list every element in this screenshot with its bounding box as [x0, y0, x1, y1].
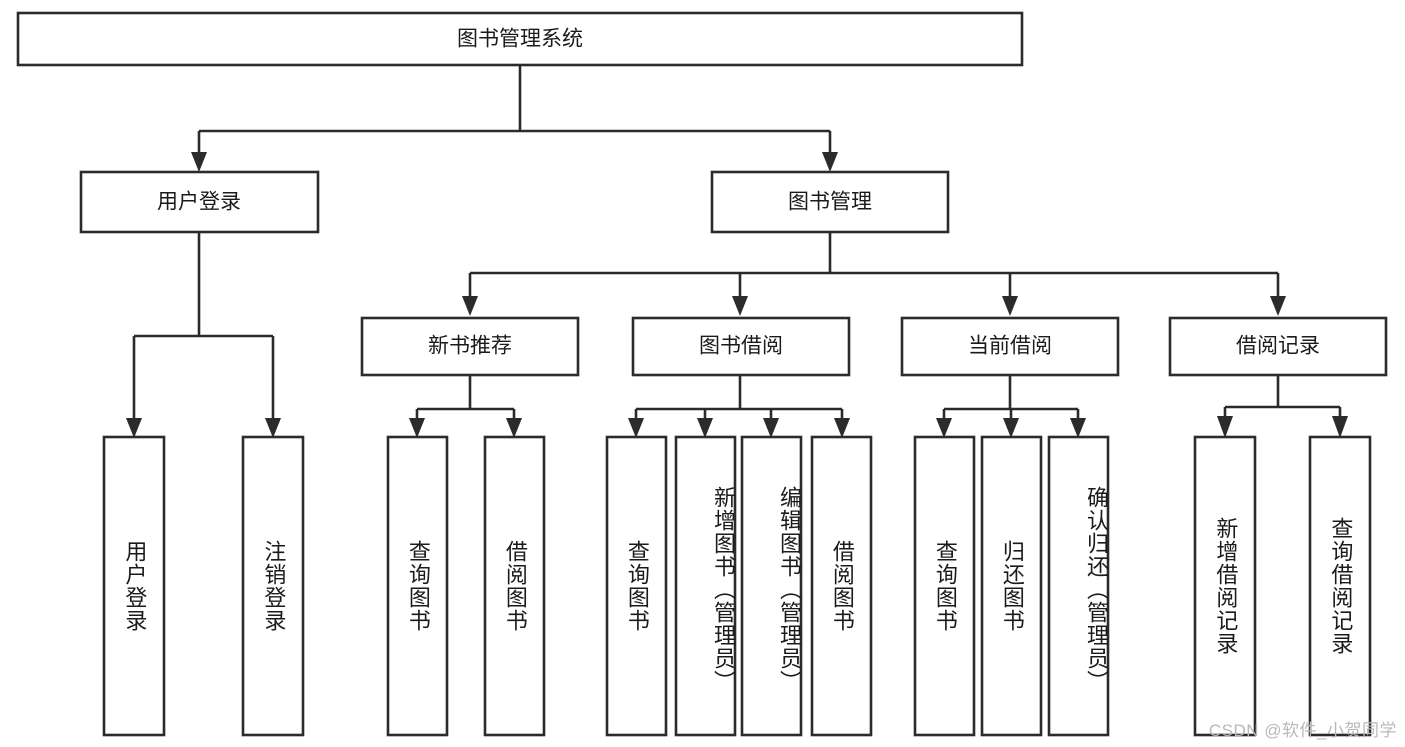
- arrowhead-icon: [732, 296, 748, 316]
- leaf-borrow-book-1-label: 借阅图书: [502, 540, 528, 632]
- leaf-edit-book[interactable]: 编辑图书（管理员）: [740, 435, 803, 737]
- node-book-manage-label: 图书管理: [788, 191, 872, 214]
- node-book-borrow[interactable]: 图书借阅: [631, 316, 851, 377]
- node-new-book-rec-label: 新书推荐: [428, 335, 512, 358]
- leaf-borrow-book-1-text-wrap: 借阅图书: [502, 540, 528, 632]
- leaf-add-book-text-wrap: 新增图书（管理员）: [711, 485, 735, 693]
- leaf-logout-text-wrap: 注销登录: [261, 540, 287, 632]
- arrowhead-icon: [936, 418, 952, 438]
- leaf-add-book-box[interactable]: [674, 435, 737, 737]
- arrowhead-icon: [1070, 418, 1086, 438]
- leaf-confirm-return[interactable]: 确认归还（管理员）: [1047, 435, 1110, 737]
- arrowhead-icon: [834, 418, 850, 438]
- node-user-login[interactable]: 用户登录: [79, 170, 320, 234]
- arrowhead-icon: [126, 418, 142, 438]
- leaf-user-login[interactable]: 用户登录: [102, 435, 166, 737]
- leaf-edit-book-text-wrap: 编辑图书（管理员）: [777, 485, 801, 693]
- arrowhead-icon: [506, 418, 522, 438]
- leaf-add-record[interactable]: 新增借阅记录: [1193, 435, 1257, 737]
- arrowhead-icon: [462, 296, 478, 316]
- arrowhead-icon: [1332, 416, 1348, 438]
- leaf-query-book-1[interactable]: 查询图书: [386, 435, 449, 737]
- node-current-borrow[interactable]: 当前借阅: [900, 316, 1120, 377]
- node-book-borrow-box[interactable]: [631, 316, 851, 377]
- leaf-query-book-1-label: 查询图书: [405, 540, 431, 632]
- leaf-borrow-book-2-box[interactable]: [810, 435, 873, 737]
- leaf-confirm-return-box[interactable]: [1047, 435, 1110, 737]
- connector-layer: [126, 65, 1348, 438]
- leaf-return-book-label: 归还图书: [999, 540, 1025, 632]
- arrowhead-icon: [409, 418, 425, 438]
- leaf-add-book-label: 新增图书（管理员）: [711, 485, 735, 693]
- arrowhead-icon: [697, 418, 713, 438]
- leaf-add-record-label: 新增借阅记录: [1213, 517, 1239, 655]
- leaf-query-book-3-text-wrap: 查询图书: [932, 540, 958, 632]
- leaf-borrow-book-2-text-wrap: 借阅图书: [829, 540, 855, 632]
- node-current-borrow-label: 当前借阅: [968, 335, 1052, 358]
- node-borrow-record[interactable]: 借阅记录: [1168, 316, 1388, 377]
- arrowhead-icon: [1270, 296, 1286, 316]
- leaf-query-book-3-box[interactable]: [913, 435, 976, 737]
- node-new-book-rec[interactable]: 新书推荐: [360, 316, 580, 377]
- leaf-borrow-book-2-label: 借阅图书: [829, 540, 855, 632]
- leaf-query-record-box[interactable]: [1308, 435, 1372, 737]
- node-borrow-record-box[interactable]: [1168, 316, 1388, 377]
- node-current-borrow-box[interactable]: [900, 316, 1120, 377]
- arrowhead-icon: [628, 418, 644, 438]
- node-new-book-rec-box[interactable]: [360, 316, 580, 377]
- node-root-box[interactable]: [16, 11, 1024, 67]
- leaf-confirm-return-text-wrap: 确认归还（管理员）: [1084, 485, 1108, 693]
- leaf-query-record-label: 查询借阅记录: [1328, 517, 1354, 655]
- leaf-borrow-book-1-box[interactable]: [483, 435, 546, 737]
- arrowhead-icon: [265, 418, 281, 438]
- leaf-logout[interactable]: 注销登录: [241, 435, 305, 737]
- leaf-query-book-2[interactable]: 查询图书: [605, 435, 668, 737]
- leaf-query-book-2-box[interactable]: [605, 435, 668, 737]
- arrowhead-icon: [1217, 416, 1233, 438]
- leaf-logout-box[interactable]: [241, 435, 305, 737]
- leaf-edit-book-label: 编辑图书（管理员）: [777, 485, 801, 693]
- arrowhead-icon: [763, 418, 779, 438]
- leaf-user-login-label: 用户登录: [122, 540, 148, 632]
- leaf-query-book-2-label: 查询图书: [624, 540, 650, 632]
- leaf-query-book-1-box[interactable]: [386, 435, 449, 737]
- leaf-query-book-3[interactable]: 查询图书: [913, 435, 976, 737]
- leaf-query-book-1-text-wrap: 查询图书: [405, 540, 431, 632]
- leaf-return-book[interactable]: 归还图书: [980, 435, 1043, 737]
- leaf-add-record-text-wrap: 新增借阅记录: [1213, 517, 1239, 655]
- leaf-return-book-box[interactable]: [980, 435, 1043, 737]
- leaf-borrow-book-2[interactable]: 借阅图书: [810, 435, 873, 737]
- leaf-logout-label: 注销登录: [261, 540, 287, 632]
- csdn-watermark: CSDN @软件_小贺同学: [1208, 721, 1397, 740]
- leaf-confirm-return-label: 确认归还（管理员）: [1084, 485, 1108, 693]
- leaf-user-login-box[interactable]: [102, 435, 166, 737]
- node-book-manage-box[interactable]: [710, 170, 950, 234]
- leaf-query-record[interactable]: 查询借阅记录: [1308, 435, 1372, 737]
- leaf-return-book-text-wrap: 归还图书: [999, 540, 1025, 632]
- node-book-borrow-label: 图书借阅: [699, 335, 783, 358]
- node-borrow-record-label: 借阅记录: [1236, 335, 1320, 358]
- arrowhead-icon: [1003, 418, 1019, 438]
- node-root[interactable]: 图书管理系统: [16, 11, 1024, 67]
- arrowhead-icon: [1002, 296, 1018, 316]
- node-book-manage[interactable]: 图书管理: [710, 170, 950, 234]
- leaf-query-book-2-text-wrap: 查询图书: [624, 540, 650, 632]
- leaf-add-record-box[interactable]: [1193, 435, 1257, 737]
- leaf-edit-book-box[interactable]: [740, 435, 803, 737]
- node-user-login-box[interactable]: [79, 170, 320, 234]
- arrowhead-icon: [822, 152, 838, 172]
- leaf-query-book-3-label: 查询图书: [932, 540, 958, 632]
- leaf-add-book[interactable]: 新增图书（管理员）: [674, 435, 737, 737]
- leaf-query-record-text-wrap: 查询借阅记录: [1328, 517, 1354, 655]
- leaf-borrow-book-1[interactable]: 借阅图书: [483, 435, 546, 737]
- node-root-label: 图书管理系统: [457, 28, 583, 51]
- node-user-login-label: 用户登录: [157, 191, 241, 214]
- arrowhead-icon: [191, 152, 207, 172]
- leaf-user-login-text-wrap: 用户登录: [122, 540, 148, 632]
